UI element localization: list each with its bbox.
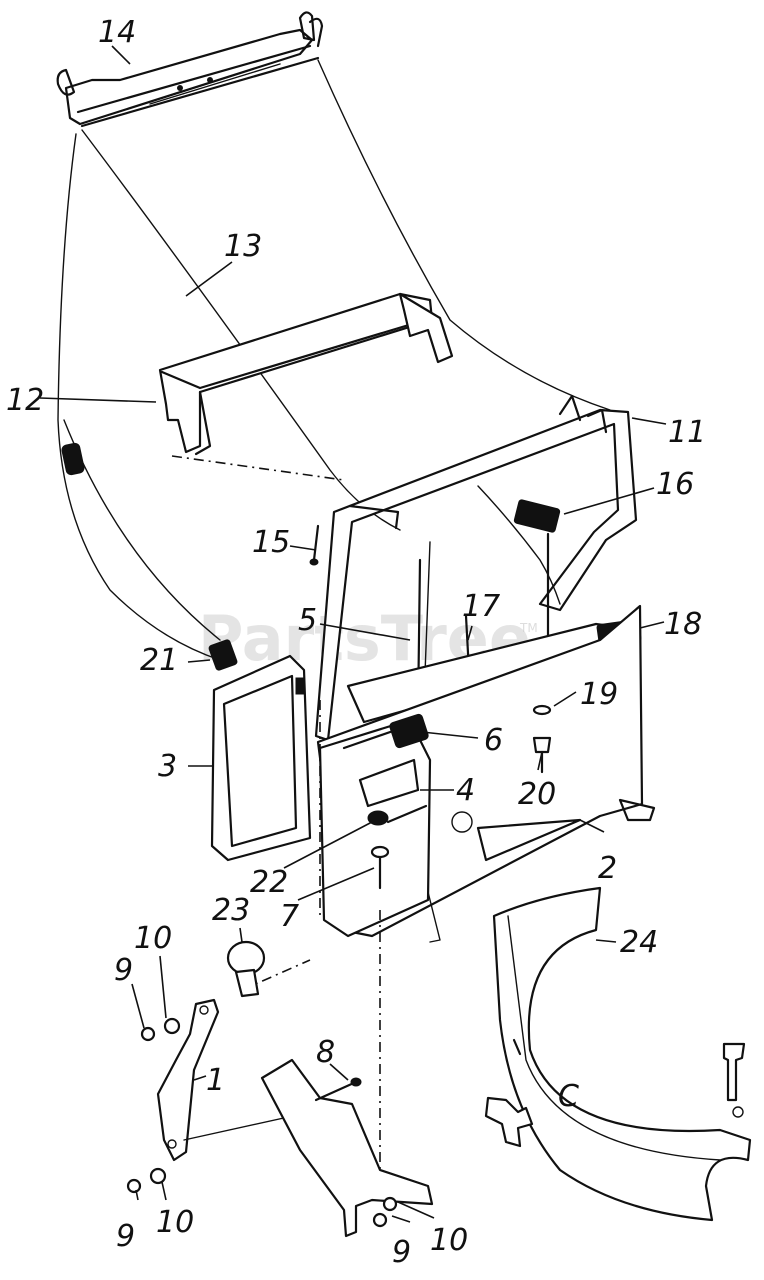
callout-18: 18 xyxy=(664,607,702,642)
callout-5: 5 xyxy=(298,603,317,638)
bracket-8 xyxy=(260,1058,434,1238)
callout-9-bottom-right: 9 xyxy=(392,1235,411,1270)
callout-9-top: 9 xyxy=(114,953,133,988)
spring-upper xyxy=(513,499,561,642)
washer-bolt xyxy=(532,704,552,774)
hardware-lower-center xyxy=(372,1196,398,1228)
callout-22: 22 xyxy=(250,865,288,900)
wing-nut-c xyxy=(484,1096,534,1148)
callout-13: 13 xyxy=(224,229,262,264)
bracket-plate xyxy=(318,718,473,938)
callout-15: 15 xyxy=(252,525,290,560)
discharge-chute xyxy=(492,886,752,1222)
assembly-lines xyxy=(171,455,381,1190)
callout-7: 7 xyxy=(280,899,299,934)
leader-lines xyxy=(39,45,667,1223)
rear-frame xyxy=(314,394,638,742)
pin-c xyxy=(722,1042,746,1118)
callout-14: 14 xyxy=(98,15,136,50)
screw-15 xyxy=(309,524,320,566)
callout-12: 12 xyxy=(6,383,44,418)
callout-1: 1 xyxy=(206,1063,225,1098)
side-panel xyxy=(210,654,312,862)
latch xyxy=(208,639,238,671)
callout-23: 23 xyxy=(212,893,250,928)
watermark-trademark: TM xyxy=(519,621,538,635)
callout-11: 11 xyxy=(668,415,706,450)
bag-handle-bar xyxy=(158,292,454,456)
bolt-7 xyxy=(370,845,390,890)
callout-9-bottom-left: 9 xyxy=(116,1219,135,1254)
callout-labels: 14 13 12 11 16 15 5 17 18 21 19 3 6 4 20… xyxy=(6,15,706,1270)
callout-6: 6 xyxy=(484,723,503,758)
callout-24: 24 xyxy=(620,925,658,960)
callout-10-bottom-left: 10 xyxy=(156,1205,194,1240)
callout-20: 20 xyxy=(518,777,556,812)
callout-c: C xyxy=(558,1079,579,1114)
callout-10-bottom-right: 10 xyxy=(430,1223,468,1258)
callout-2: 2 xyxy=(598,851,617,886)
hardware-lower-left xyxy=(126,1017,181,1194)
callout-4: 4 xyxy=(456,773,475,808)
bag-top-frame xyxy=(56,11,324,128)
callout-17: 17 xyxy=(462,589,500,624)
callout-8: 8 xyxy=(316,1035,335,1070)
callout-19: 19 xyxy=(580,677,618,712)
spring-lower xyxy=(342,713,429,750)
callout-3: 3 xyxy=(158,749,177,784)
callout-10-top: 10 xyxy=(134,921,172,956)
knob-23 xyxy=(226,940,266,998)
callout-21: 21 xyxy=(140,643,178,678)
callout-16: 16 xyxy=(656,467,694,502)
